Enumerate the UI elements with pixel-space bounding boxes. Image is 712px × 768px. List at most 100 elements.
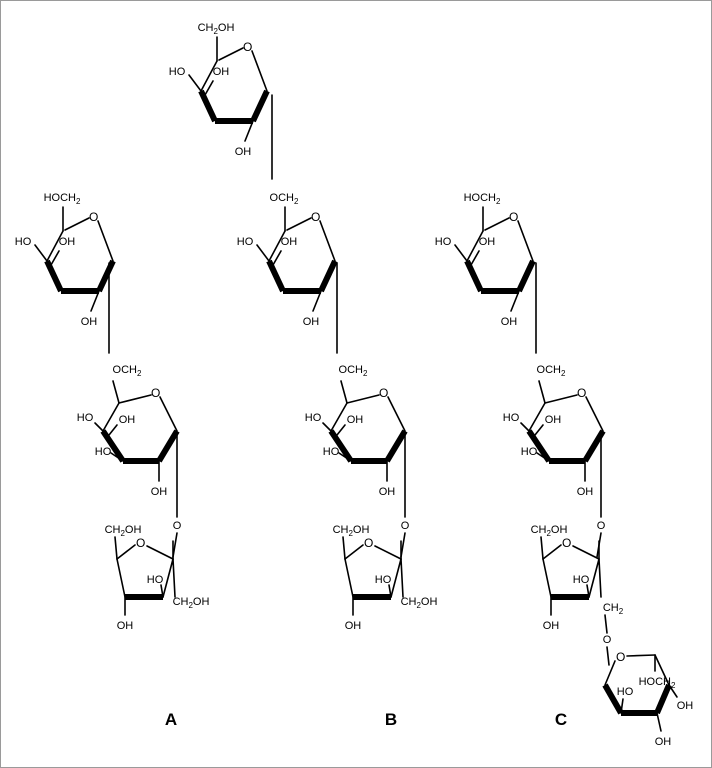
panel-c-glucose-c4-bond [534, 424, 544, 436]
panel-a-galactose-bond [46, 230, 64, 262]
panel-c-glucose-c3-bond [536, 452, 550, 462]
panel-b-c1-label: CH2OH [401, 596, 438, 610]
panel-b-fructose-bond [344, 558, 354, 598]
panel-c-galactose-c4-bond [454, 244, 468, 262]
panel-c-galactose-bottom-c2-ho-label: HO [617, 686, 634, 698]
panel-a-galactose-bold-bond [44, 259, 64, 293]
panel-c-galactose-c4-bond [470, 250, 480, 266]
panel-c-galactose-bottom-c3-oh-label: OH [655, 736, 672, 748]
panel-a-fructose-c6-bond [114, 536, 118, 560]
panel-a-galactose-c2-bond [90, 290, 100, 312]
panel-b-galactose-top-c6-label: CH2OH [198, 22, 235, 36]
panel-a-fructose-c3-bond [160, 584, 164, 598]
panel-c-glucose-c5-bond [538, 380, 546, 404]
panel-b-glucose-bond [330, 402, 348, 432]
panel-c-galactose-bold-bond [516, 259, 536, 293]
panel-b-galactose-c4-bond [256, 244, 270, 262]
panel-a-fructose-bond [116, 558, 126, 598]
panel-b-fructose-c1-bond [400, 558, 404, 598]
panel-a-glucose-c4-bond [108, 424, 118, 436]
panel-c-fructose-c3-ho-label: HO [573, 574, 590, 586]
panel-b-och2-label: OCH2 [339, 364, 368, 378]
panel-c-link-bond [606, 646, 610, 666]
panel-b-galactose-top-c2-oh-label: OH [235, 146, 252, 158]
panel-a-glycosidic-oxygen: O [173, 520, 182, 532]
panel-b-glucose-bond [387, 396, 406, 432]
panel-b-galactose-ring-oxygen: O [311, 210, 320, 224]
panel-b-glucose-bold-bond [328, 429, 354, 463]
panel-c-galactose-c4-oh-label: OH [479, 236, 496, 248]
panel-b-glucose-c3-ho-label: HO [323, 446, 340, 458]
panel-b-glucose-c3-bond [338, 452, 352, 462]
panel-b-fructose-c3-bond [388, 584, 392, 598]
panel-b-galactose-bond [268, 230, 286, 262]
panel-c-glucose-bold-bond [582, 429, 606, 463]
panel-c-glucose-c3-ho-label: HO [521, 446, 538, 458]
panel-b-galactose-bold-bond [318, 259, 338, 293]
panel-c-galactose-c4-ho-label: HO [435, 236, 452, 248]
panel-c-galactose-bottom-c6-label: HOCH2 [639, 676, 676, 690]
panel-b-galactose-top-bond [200, 60, 218, 92]
panel-b-galactose-c6-label: OCH2 [270, 192, 299, 206]
panel-a-glucose-c4-ho-label: HO [77, 412, 94, 424]
panel-a-och2-label: OCH2 [113, 364, 142, 378]
panel-c-galactose-bottom-c3-bond [656, 712, 662, 732]
panel-b-galactose-top-bond [251, 50, 268, 96]
panel-b-fructose-c6-label: CH2OH [333, 524, 370, 538]
panel-a-galactose-c4-bond [34, 244, 48, 262]
panel-c-galactose-bottom-bond [626, 654, 656, 657]
panel-c-fructose-bond [542, 544, 562, 560]
panel-c-glucose-bond [585, 396, 604, 432]
panel-b-galactose-c4-ho-label: HO [237, 236, 254, 248]
panel-c-glucose-c4-ho-label: HO [503, 412, 520, 424]
panel-label-a: A [165, 710, 177, 729]
panel-c-galactose-bottom-bold-bond [654, 683, 672, 715]
panel-b-galactose-top-bond [218, 47, 244, 61]
panel-c-fructose-c4-oh-label: OH [543, 620, 560, 632]
panel-a-fructose-bond [116, 544, 136, 560]
panel-a-glucose-bond [102, 402, 120, 432]
panel-b-fructose-bond [344, 544, 364, 560]
panel-a-c1-label: CH2OH [173, 596, 210, 610]
panel-c-galactose-bottom-bond [654, 654, 670, 686]
panel-b-glucose-c4-ho-label: HO [305, 412, 322, 424]
panel-a-galactose-bond [64, 217, 90, 231]
panel-b-galactose-top-bold-bond [250, 89, 270, 123]
panel-a-galactose-c2-oh-label: OH [81, 316, 98, 328]
panel-a-glucose-bond [159, 396, 178, 432]
panel-b-glycosidic-oxygen: O [401, 520, 410, 532]
panel-b-glucose-bold-bond [384, 429, 408, 463]
panel-b-glucose-bond [346, 394, 380, 404]
panel-a-glucose-c4-bond [94, 422, 104, 432]
panel-a-fructose-c3-ho-label: HO [147, 574, 164, 586]
panel-b-galactose-top-c4-bond [204, 80, 214, 96]
panel-c-galactose-bond [466, 230, 484, 262]
panel-c-glycosidic-oxygen-2: O [603, 634, 612, 646]
panel-a-fructose-bond [162, 558, 174, 598]
panel-c-galactose-bond [484, 217, 510, 231]
panel-b-galactose-bond [286, 217, 312, 231]
panel-a-fructose-c6-label: CH2OH [105, 524, 142, 538]
panel-b-galactose-top-c2-bond [244, 120, 254, 142]
panel-c-fructose-ring-oxygen: O [562, 536, 571, 550]
panel-a-galactose-bond [97, 220, 114, 266]
panel-c-fructose-c1-bond [598, 558, 602, 598]
panel-b-fructose-c6-bond [342, 536, 346, 560]
panel-c-galactose-bond [517, 220, 534, 266]
panel-c-glycosidic-oxygen: O [597, 520, 606, 532]
panel-c-galactose-bottom-bond [604, 660, 616, 686]
panel-c-glucose-c4-oh-label: OH [545, 414, 562, 426]
panel-c-glucose-ring-oxygen: O [577, 386, 586, 400]
panel-a-glucose-bold-bond [156, 429, 180, 463]
panel-c-link-bond [604, 614, 608, 634]
panel-b-fructose-bond [390, 558, 402, 598]
panel-b-fructose-ring-oxygen: O [364, 536, 373, 550]
panel-a-fructose-c4-oh-label: OH [117, 620, 134, 632]
panel-a-glucose-c3-bond [110, 452, 124, 462]
panel-c-galactose-c2-bond [510, 290, 520, 312]
panel-c-glucose-c4-bond [520, 422, 530, 432]
panel-a-glucose-c4-oh-label: OH [119, 414, 136, 426]
panel-a-galactose-bold-bond [96, 259, 116, 293]
panel-c-glucose-bond [528, 402, 546, 432]
